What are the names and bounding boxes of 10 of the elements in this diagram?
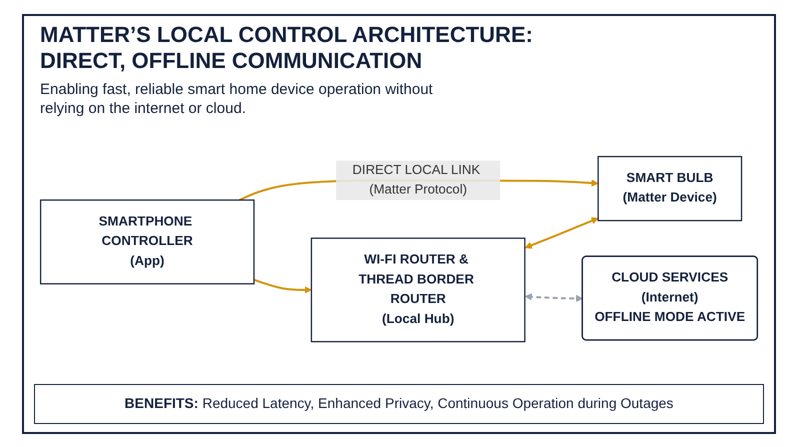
arrow [524,217,598,249]
node-box: SMARTPHONE CONTROLLER (App) [40,199,255,284]
node-box: WI-FI ROUTER & THREAD BORDER ROUTER (Local Hub) [310,238,526,342]
arrow [524,293,583,302]
title: MATTER’S LOCAL CONTROL ARCHITECTURE: DIRECT, OFFLINE COMMUNICATION [40,22,534,74]
node-box: SMART BULB (Matter Device) [598,156,742,222]
arrow [254,278,312,294]
subtitle: Enabling fast, reliable smart home device operation without relying on the internet or cloud. [40,80,434,118]
benefits-banner: BENEFITS: Reduced Latency, Enhanced Privacy, Continuous Operation during Outages [34,384,764,424]
edge-label: DIRECT LOCAL LINK (Matter Protocol) [352,163,480,197]
